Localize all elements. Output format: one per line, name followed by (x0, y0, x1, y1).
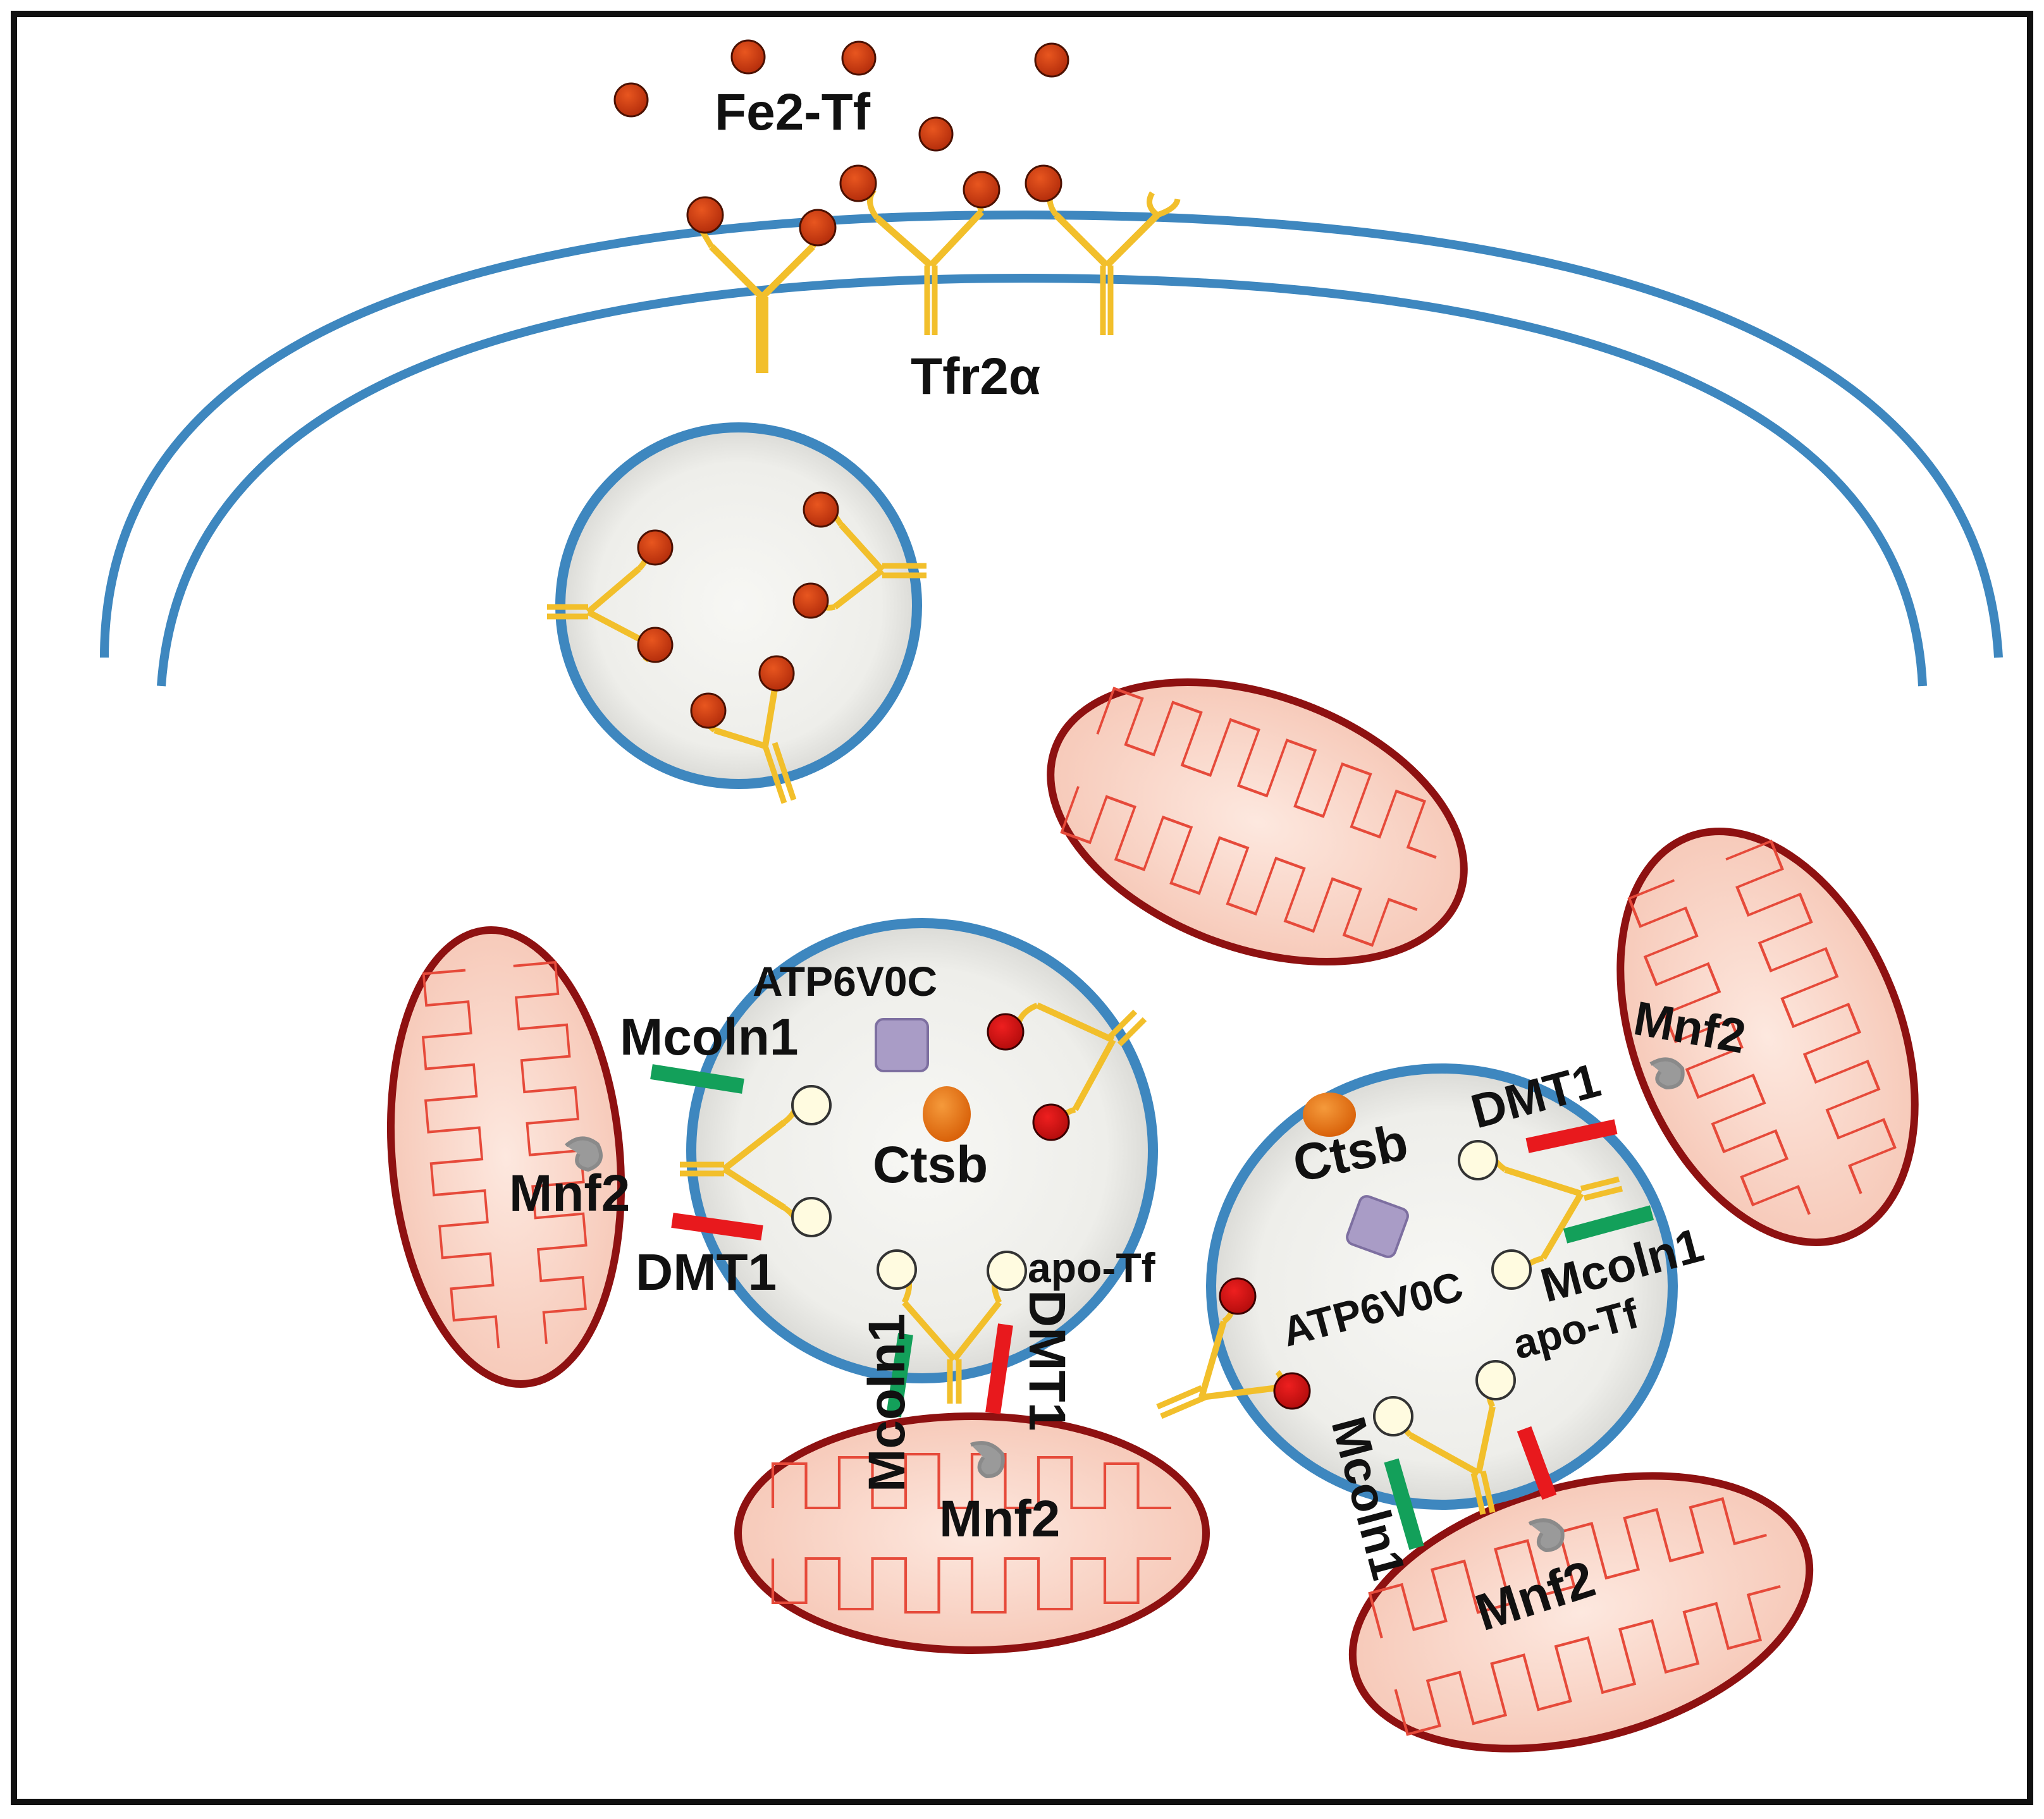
fe-tf-bound (1273, 1372, 1311, 1410)
tfr2a-receptor-3 (1025, 164, 1181, 335)
fe2-tf-particle (1034, 42, 1069, 78)
mnf2-label: Mnf2 (939, 1490, 1060, 1548)
channels (650, 1064, 1654, 1550)
mnf2-markers (565, 1057, 1685, 1553)
dmt1-label: DMT1 (1018, 1290, 1076, 1431)
fe2-tf-bound (637, 529, 674, 566)
fe2-tf-bound (963, 171, 1000, 209)
fe2-tf-particle (613, 82, 649, 118)
fe2-tf-bound (686, 196, 724, 234)
fe2-tf-particle (841, 40, 877, 76)
fe2-tf-bound (799, 209, 837, 247)
mnf2-marker (1528, 1518, 1565, 1553)
fe-tf-bound (987, 1013, 1025, 1051)
atp6v0c-label: ATP6V0C (753, 958, 937, 1005)
ctsb-label: Ctsb (873, 1136, 988, 1194)
tfr2a-label: Tfr2α (911, 348, 1040, 405)
fe2-tf-particle (918, 116, 954, 152)
early-endosome (547, 422, 927, 804)
mnf2-marker (970, 1441, 1005, 1479)
lysosome-left (680, 918, 1158, 1404)
mcoln1-channel (650, 1064, 744, 1094)
mitochondrion-top (1047, 630, 1468, 1014)
apo-tf-bound (1491, 1249, 1532, 1290)
atp6v0c-square (875, 1018, 929, 1072)
mcoln1-channel (1563, 1205, 1654, 1244)
mnf2-marker (565, 1136, 603, 1172)
fe2-tf-label: Fe2-Tf (715, 83, 871, 141)
atp6v0c-square (1346, 1195, 1409, 1258)
mnf2-label: Mnf2 (509, 1165, 630, 1222)
lysosome-right (1156, 1063, 1678, 1516)
fe2-tf-free-group (613, 39, 1069, 152)
mcoln1-label: Mcoln1 (858, 1314, 916, 1492)
fe2-tf-bound (690, 692, 727, 729)
fe2-tf-bound (839, 164, 877, 202)
mitochondrion-left (386, 926, 625, 1388)
dmt1-label: DMT1 (636, 1244, 777, 1301)
mitochondrion-right (1616, 828, 1919, 1246)
apo-tf-bound (987, 1251, 1027, 1291)
apo-tf-bound (1458, 1140, 1498, 1180)
mcoln1-channel (1384, 1458, 1424, 1550)
mcoln1-channel (886, 1333, 913, 1418)
tfr2a-receptor-1 (686, 196, 837, 373)
mitochondrion-bottom-middle (734, 1412, 1210, 1654)
apo-tf-bound (1475, 1360, 1516, 1400)
fe2-tf-bound (803, 491, 839, 528)
fe2-tf-bound (1025, 164, 1062, 202)
dmt1-channel (1525, 1119, 1618, 1153)
apo-tf-label: apo-Tf (1028, 1244, 1156, 1291)
apo-tf-bound (877, 1249, 917, 1290)
dmt1-channel (1517, 1426, 1557, 1500)
ctsb-ellipse (1303, 1093, 1356, 1137)
fe2-tf-bound (637, 627, 674, 663)
ctsb-ellipse (923, 1086, 971, 1142)
fe-tf-bound (1032, 1103, 1070, 1141)
apo-tf-bound (791, 1085, 832, 1125)
dmt1-channel (985, 1323, 1013, 1414)
tfr2a-receptor-2 (839, 164, 1000, 335)
fe2-tf-bound (758, 655, 795, 692)
dmt1-channel (671, 1213, 763, 1240)
plasma-membrane (100, 210, 2003, 687)
fe2-tf-bound (792, 582, 829, 619)
apo-tf-bound (1373, 1396, 1413, 1436)
fe2-tf-particle (730, 39, 766, 75)
fe-tf-bound (1219, 1277, 1257, 1315)
apo-tf-bound (791, 1197, 832, 1237)
mcoln1-label: Mcoln1 (620, 1008, 798, 1066)
mnf2-marker (1649, 1057, 1685, 1090)
